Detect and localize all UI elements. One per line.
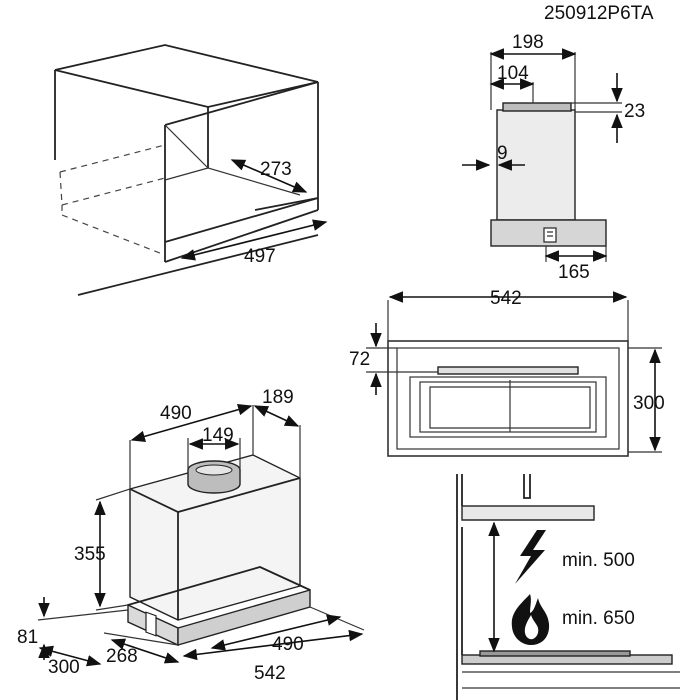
dim-iso-body-depth: 189: [262, 387, 294, 408]
dim-iso-panel-height: 81: [17, 627, 38, 648]
dim-iso-body-width: 490: [160, 403, 192, 424]
clearance-view: min. 500 min. 650: [456, 474, 680, 700]
drawing-code: 250912P6TA: [544, 3, 654, 24]
top-view: 542 72 300: [349, 288, 665, 457]
dim-side-front-offset: 165: [558, 262, 590, 283]
cabinet-view: 273 497: [54, 44, 328, 296]
clearance-gas-label: min. 650: [562, 608, 635, 629]
clearance-electric-label: min. 500: [562, 550, 635, 571]
dim-top-filter-offset: 72: [349, 349, 370, 370]
dim-iso-total-width: 542: [254, 663, 286, 684]
iso-view: 490 189 149 355 81 300 268 490 542: [17, 387, 365, 684]
dim-iso-body-height: 355: [74, 544, 106, 565]
side-view: 198 104 23 9 165: [462, 32, 645, 283]
dim-side-width: 198: [512, 32, 544, 53]
dim-side-wall-gap: 9: [497, 143, 508, 164]
dim-side-outlet-offset: 104: [497, 63, 529, 84]
dim-iso-front-depth: 268: [106, 646, 138, 667]
dim-side-outlet-height: 23: [624, 101, 645, 122]
dim-top-width: 542: [490, 288, 522, 309]
dim-iso-base-depth: 300: [48, 657, 80, 678]
lightning-bolt-icon: [515, 530, 546, 584]
dim-iso-outlet-diameter: 149: [202, 425, 234, 446]
dim-iso-front-width: 490: [272, 634, 304, 655]
dim-top-depth: 300: [633, 393, 665, 414]
dim-cabinet-total-depth: 497: [244, 246, 276, 267]
dim-cabinet-inner-depth: 273: [260, 159, 292, 180]
